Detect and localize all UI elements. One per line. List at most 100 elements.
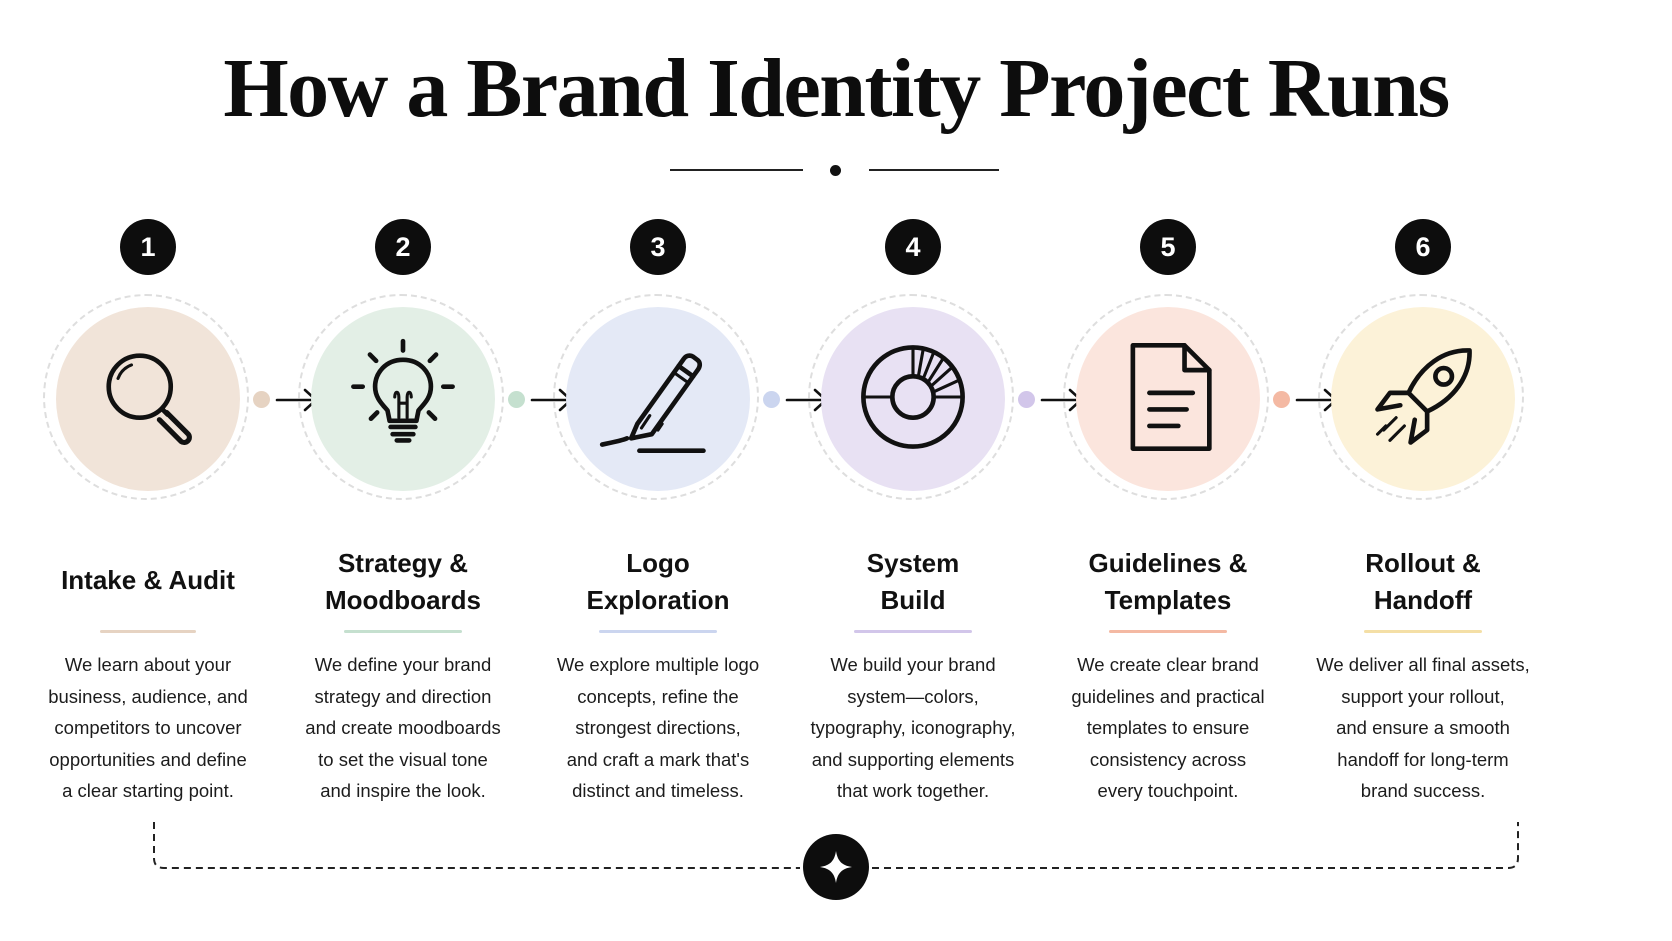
connector-dot bbox=[1018, 391, 1035, 408]
step-icon-disc bbox=[1331, 307, 1515, 491]
step-description-line: guidelines and practical bbox=[1071, 685, 1265, 707]
step-icon-ring bbox=[43, 294, 249, 500]
loop-connector bbox=[153, 822, 1519, 869]
connector-dot bbox=[1273, 391, 1290, 408]
step-title-line: Rollout & bbox=[1365, 548, 1481, 578]
step-number-badge: 3 bbox=[630, 219, 686, 275]
step-number-badge: 5 bbox=[1140, 219, 1196, 275]
step-description: We define your brand strategy and directi… bbox=[267, 649, 539, 807]
step-description-line: We build your brand bbox=[830, 654, 996, 675]
step-description-line: a clear starting point. bbox=[62, 780, 234, 801]
step-title: Intake & Audit bbox=[12, 562, 284, 599]
step-description-line: brand success. bbox=[1360, 780, 1486, 801]
step-description-line: business, audience, and bbox=[48, 685, 248, 707]
step-description-line: distinct and timeless. bbox=[572, 780, 744, 801]
step-title-underline bbox=[1364, 630, 1482, 633]
step-title-line: Guidelines & bbox=[1088, 548, 1248, 578]
step-description-line: that work together. bbox=[836, 780, 990, 801]
step-description-line: We deliver all final assets, bbox=[1316, 654, 1530, 675]
divider-dot bbox=[830, 165, 841, 176]
step-icon-disc bbox=[566, 307, 750, 491]
step-title-line: Strategy & bbox=[337, 548, 469, 578]
step-description-line: handoff for long-term bbox=[1337, 748, 1509, 770]
title-divider bbox=[0, 160, 1672, 180]
step-title-line: Build bbox=[880, 585, 946, 615]
pencil-icon bbox=[596, 335, 720, 464]
step-icon-disc bbox=[56, 307, 240, 491]
step-title-underline bbox=[100, 630, 196, 633]
color-wheel-icon bbox=[851, 335, 975, 464]
step-description: We deliver all final assets, support your… bbox=[1287, 649, 1559, 807]
step-description: We learn about your business, audience, a… bbox=[12, 649, 284, 807]
step-number-badge: 2 bbox=[375, 219, 431, 275]
step-description: We build your brand system—colors, typogra… bbox=[777, 649, 1049, 807]
step-description-line: We explore multiple logo bbox=[556, 654, 760, 675]
step-icon-disc bbox=[1076, 307, 1260, 491]
step-description-line: and create moodboards bbox=[305, 717, 501, 738]
step-number-badge: 4 bbox=[885, 219, 941, 275]
step-description-line: We define your brand bbox=[314, 654, 492, 675]
step-title: Rollout & Handoff bbox=[1287, 545, 1559, 619]
step-title: Strategy & Moodboards bbox=[267, 545, 539, 619]
step-title-underline bbox=[854, 630, 972, 633]
step-description-line: and ensure a smooth bbox=[1336, 717, 1510, 738]
step-description-line: templates to ensure bbox=[1086, 717, 1250, 738]
step-description: We explore multiple logo concepts, refine… bbox=[522, 649, 794, 807]
step-icon-ring bbox=[808, 294, 1014, 500]
lightbulb-icon bbox=[341, 335, 465, 464]
step-description-line: opportunities and define bbox=[49, 748, 247, 770]
step-title-line: Exploration bbox=[586, 585, 730, 615]
step-number-badge: 1 bbox=[120, 219, 176, 275]
step-title-line: Intake & Audit bbox=[61, 565, 235, 595]
connector-dot bbox=[508, 391, 525, 408]
step-title: Guidelines & Templates bbox=[1032, 545, 1304, 619]
step-description-line: consistency across bbox=[1089, 748, 1247, 770]
divider-line-right bbox=[869, 169, 999, 171]
connector-dot bbox=[763, 391, 780, 408]
step-title-line: Templates bbox=[1104, 585, 1232, 615]
step-description-line: strongest directions, bbox=[575, 717, 741, 738]
step-title-underline bbox=[344, 630, 462, 633]
step-title-line: Logo bbox=[626, 548, 690, 578]
sparkle-star-icon bbox=[803, 834, 869, 900]
step-description-line: strategy and direction bbox=[314, 685, 492, 707]
step-icon-ring bbox=[298, 294, 504, 500]
step-title-line: Handoff bbox=[1373, 585, 1473, 615]
step-title-underline bbox=[599, 630, 717, 633]
step-title-underline bbox=[1109, 630, 1227, 633]
step-description-line: and inspire the look. bbox=[320, 780, 486, 801]
step-description-line: and supporting elements bbox=[811, 748, 1015, 770]
step-description-line: to set the visual tone bbox=[318, 748, 488, 770]
step-description-line: typography, iconography, bbox=[810, 717, 1016, 738]
page-title: How a Brand Identity Project Runs bbox=[223, 42, 1450, 135]
step-description-line: We create clear brand bbox=[1077, 654, 1259, 675]
step-icon-ring bbox=[1318, 294, 1524, 500]
step-description-line: concepts, refine the bbox=[577, 685, 739, 707]
divider-line-left bbox=[670, 169, 803, 171]
step-description-line: competitors to uncover bbox=[54, 717, 242, 738]
step-description-line: system—colors, bbox=[847, 685, 979, 707]
step-icon-disc bbox=[821, 307, 1005, 491]
step-icon-disc bbox=[311, 307, 495, 491]
connector-dot bbox=[253, 391, 270, 408]
step-number-badge: 6 bbox=[1395, 219, 1451, 275]
step-icon-ring bbox=[1063, 294, 1269, 500]
step-title-line: Moodboards bbox=[325, 585, 481, 615]
step-title-line: System bbox=[866, 548, 960, 578]
document-icon bbox=[1106, 335, 1230, 464]
step-description: We create clear brand guidelines and prac… bbox=[1032, 649, 1304, 807]
rocket-icon bbox=[1361, 335, 1485, 464]
step-description-line: support your rollout, bbox=[1341, 685, 1505, 707]
step-description-line: We learn about your bbox=[64, 654, 232, 675]
step-description-line: every touchpoint. bbox=[1097, 780, 1239, 801]
step-icon-ring bbox=[553, 294, 759, 500]
step-description-line: and craft a mark that's bbox=[566, 748, 750, 770]
